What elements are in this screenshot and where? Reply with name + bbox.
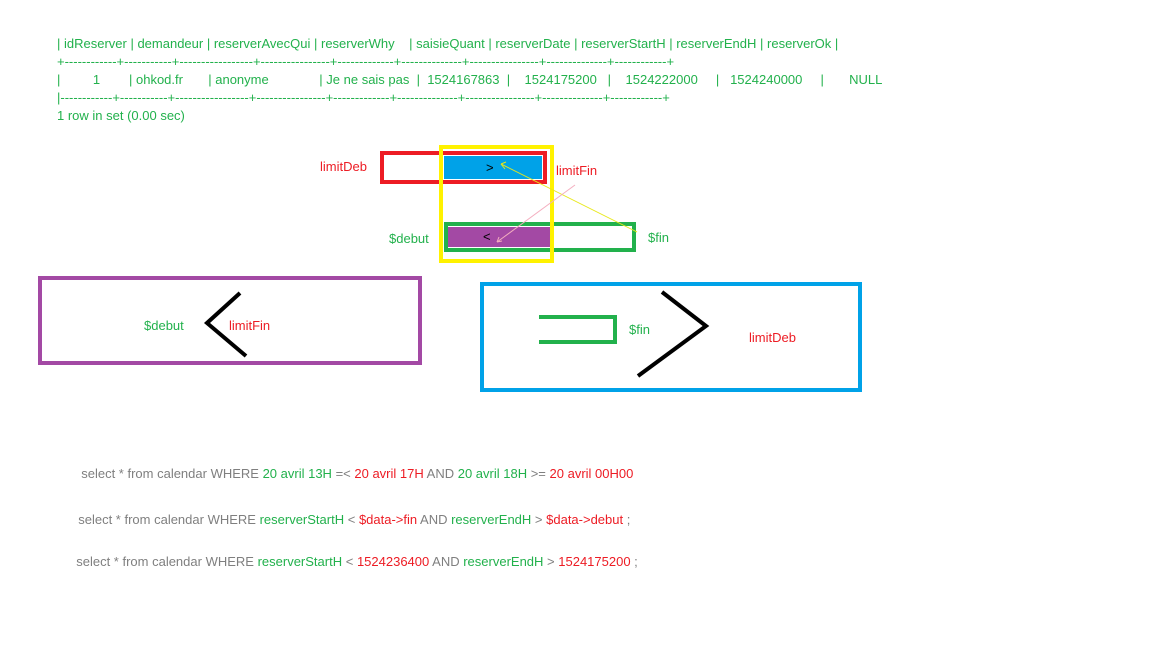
query-3-b: 1524236400 — [356, 554, 430, 569]
limitfin-to-lt-arrow — [496, 184, 576, 243]
limitfin-label: limitFin — [556, 163, 598, 178]
query-2-b: $data->fin — [358, 512, 418, 527]
fin-arrow-head-b — [500, 163, 506, 170]
left-limitfin-label: limitFin — [229, 318, 271, 333]
query-3-prefix: select * from calendar WHERE — [76, 554, 258, 569]
query-2-d: $data->debut — [546, 512, 624, 527]
fin-arrow-head-a — [500, 161, 507, 165]
query-2-op2: > — [531, 512, 547, 527]
debut-label: $debut — [389, 231, 429, 246]
query-1-prefix: select * from calendar WHERE — [81, 466, 263, 481]
query-3-c: reserverEndH — [463, 554, 544, 569]
right-fin-label: $fin — [629, 322, 650, 337]
table-separator-bottom: |------------+-----------+--------------… — [57, 90, 670, 105]
query-3-mid: AND — [429, 554, 464, 569]
fin-label: $fin — [648, 230, 669, 245]
query-2-c: reserverEndH — [451, 512, 532, 527]
limitfin-arrow-head-b — [496, 236, 500, 243]
query-3-op2: > — [543, 554, 559, 569]
query-3-suffix: ; — [630, 554, 638, 569]
left-debut-label: $debut — [144, 318, 184, 333]
query-1-op2: >= — [527, 466, 550, 481]
table-footer: 1 row in set (0.00 sec) — [57, 108, 185, 123]
query-3-a: reserverStartH — [257, 554, 343, 569]
greater-than-symbol: > — [486, 160, 494, 175]
table-row: | 1 | ohkod.fr | anonyme | Je ne sais pa… — [57, 72, 883, 87]
query-1-mid: AND — [423, 466, 458, 481]
query-3-op1: < — [342, 554, 357, 569]
query-1: select * from calendar WHERE 20 avril 13… — [74, 453, 633, 481]
left-purple-box — [38, 276, 422, 365]
query-1-a: 20 avril 13H — [262, 466, 332, 481]
overlap-yellow-box — [439, 145, 554, 263]
limitfin-arrow-head-a — [496, 240, 503, 243]
query-2-op1: < — [344, 512, 359, 527]
query-1-op1: =< — [331, 466, 355, 481]
table-separator: +------------+-----------+--------------… — [57, 54, 675, 69]
limitdeb-blue-fill — [444, 156, 542, 179]
less-than-stroke — [203, 291, 248, 358]
query-2-prefix: select * from calendar WHERE — [78, 512, 260, 527]
less-than-symbol: < — [483, 229, 491, 244]
table-header: | idReserver | demandeur | reserverAvecQ… — [57, 36, 839, 51]
fin-to-gt-arrow — [500, 163, 638, 233]
query-3-d: 1524175200 — [558, 554, 631, 569]
query-1-b: 20 avril 17H — [354, 466, 424, 481]
greater-than-stroke — [636, 290, 710, 378]
query-2-mid: AND — [417, 512, 452, 527]
limitdeb-red-box — [380, 151, 547, 184]
query-2-a: reserverStartH — [259, 512, 345, 527]
right-limitdeb-label: limitDeb — [749, 330, 796, 345]
query-1-d: 20 avril 00H00 — [549, 466, 634, 481]
query-1-c: 20 avril 18H — [457, 466, 528, 481]
limitdeb-label: limitDeb — [320, 159, 367, 174]
fin-green-box — [444, 222, 636, 252]
query-3: select * from calendar WHERE reserverSta… — [69, 541, 638, 569]
fin-green-bracket — [539, 315, 617, 344]
query-2: select * from calendar WHERE reserverSta… — [71, 499, 630, 527]
query-2-suffix: ; — [623, 512, 631, 527]
right-blue-box — [480, 282, 862, 392]
